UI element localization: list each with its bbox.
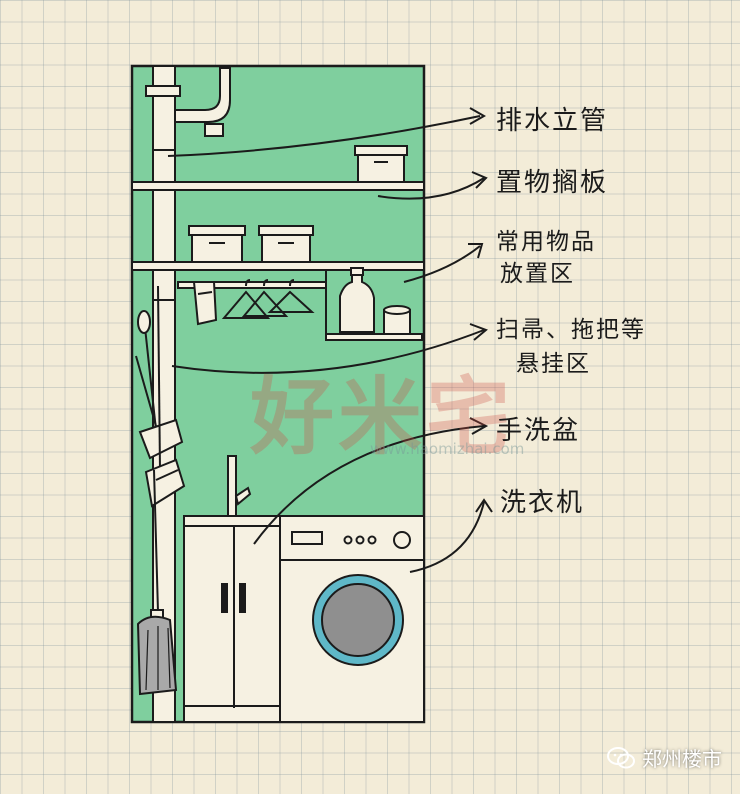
storage-box-right: [258, 225, 314, 263]
storage-box-left: [188, 225, 246, 263]
storage-box-upper: [354, 145, 408, 183]
basin-cabinet: [183, 515, 285, 723]
detergent-bottle: [339, 267, 375, 333]
arrow-hand-wash-basin: [253, 425, 485, 545]
wechat-icon: [607, 746, 635, 768]
clothes-hangers: [221, 279, 315, 319]
arrow-drain-pipe: [167, 115, 481, 157]
label-shelf-board: 置物搁板: [496, 168, 609, 198]
arrow-shelf-board: [377, 177, 485, 200]
brand-name: 郑州楼市: [642, 747, 722, 771]
label-hand-wash-basin: 手洗盆: [496, 416, 581, 446]
label-drain-pipe: 排水立管: [496, 106, 609, 136]
label-mop-area-line2: 悬挂区: [516, 351, 591, 377]
dustpan: [135, 355, 184, 460]
upper-shelf: [131, 181, 425, 191]
arrow-washing-machine: [409, 501, 485, 573]
washer-drum: [312, 574, 404, 666]
leader-arrows: [167, 107, 493, 573]
mop: [136, 469, 178, 696]
towel: [192, 281, 218, 326]
label-mop-area-line1: 扫帚、拖把等: [496, 317, 646, 343]
middle-shelf: [131, 261, 425, 271]
container-jar: [383, 305, 411, 335]
arrow-mop-area: [171, 329, 485, 374]
watermark-url: www.haomizhai.com: [370, 440, 525, 458]
faucet: [227, 455, 252, 517]
hanging-rod: [177, 281, 327, 289]
label-common-items-line1: 常用物品: [496, 229, 596, 255]
label-washing-machine: 洗衣机: [500, 488, 585, 518]
watermark-logo: 好米宅: [250, 368, 515, 466]
arrow-common-items: [403, 245, 481, 283]
brush-head: [137, 310, 157, 431]
common-items-cubby: [325, 270, 423, 341]
label-common-items-line2: 放置区: [500, 261, 575, 287]
brand-watermark: 郑州楼市: [606, 743, 722, 772]
